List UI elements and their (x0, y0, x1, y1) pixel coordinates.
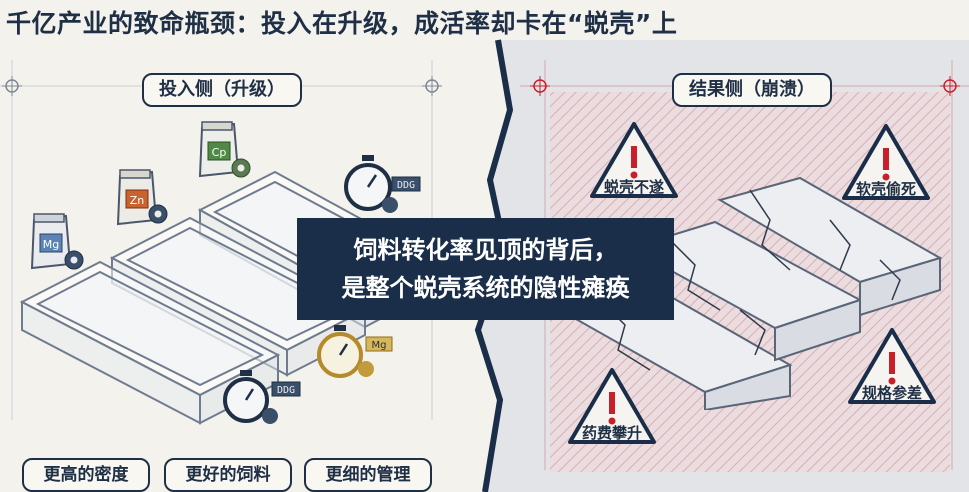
warning-sign: 药费攀升 (566, 366, 658, 446)
warning-sign: 蜕壳不遂 (588, 120, 680, 200)
left-section-label: 投入侧（升级） (142, 73, 302, 107)
center-callout: 饲料转化率见顶的背后， 是整个蜕壳系统的隐性瘫痪 (297, 218, 674, 320)
bottom-label: 更细的管理 (304, 458, 432, 492)
feed-bag-zn: Zn (116, 169, 168, 226)
page-title: 千亿产业的致命瓶颈：投入在升级，成活率却卡在“蜕壳”上 (6, 9, 678, 38)
right-section-label: 结果侧（崩溃） (672, 73, 832, 107)
feed-bag-cp: Cp (198, 121, 251, 178)
crosshair-icon (422, 76, 442, 96)
warning-icon (848, 328, 936, 404)
warning-label: 软壳偷死 (855, 180, 916, 198)
feed-bag-mg: Mg (30, 213, 84, 270)
warning-sign: 软壳偷死 (840, 122, 932, 202)
warning-icon (590, 122, 678, 198)
crosshair-icon (2, 76, 22, 96)
warning-label: 规格参差 (861, 384, 922, 402)
stopwatch-icon: DDG (223, 370, 301, 424)
svg-text:Mg: Mg (372, 340, 387, 351)
svg-text:DDG: DDG (277, 385, 295, 396)
bottom-label: 更好的饲料 (164, 458, 292, 492)
crosshair-icon (940, 76, 960, 96)
stopwatch-icon: Mg (317, 325, 393, 378)
stopwatch-icon: DDG (344, 155, 421, 213)
svg-text:DDG: DDG (397, 180, 415, 191)
svg-text:Cp: Cp (212, 146, 227, 159)
warning-icon (568, 368, 656, 444)
warning-label: 药费攀升 (581, 424, 642, 442)
callout-line-2: 是整个蜕壳系统的隐性瘫痪 (341, 274, 630, 302)
warning-icon (842, 124, 930, 200)
svg-text:Mg: Mg (43, 238, 59, 251)
warning-sign: 规格参差 (846, 326, 938, 406)
svg-text:Zn: Zn (130, 194, 145, 207)
warning-label: 蜕壳不遂 (603, 178, 664, 196)
crosshair-icon (530, 76, 550, 96)
bottom-label: 更高的密度 (22, 458, 150, 492)
callout-line-1: 饲料转化率见顶的背后， (353, 236, 618, 264)
